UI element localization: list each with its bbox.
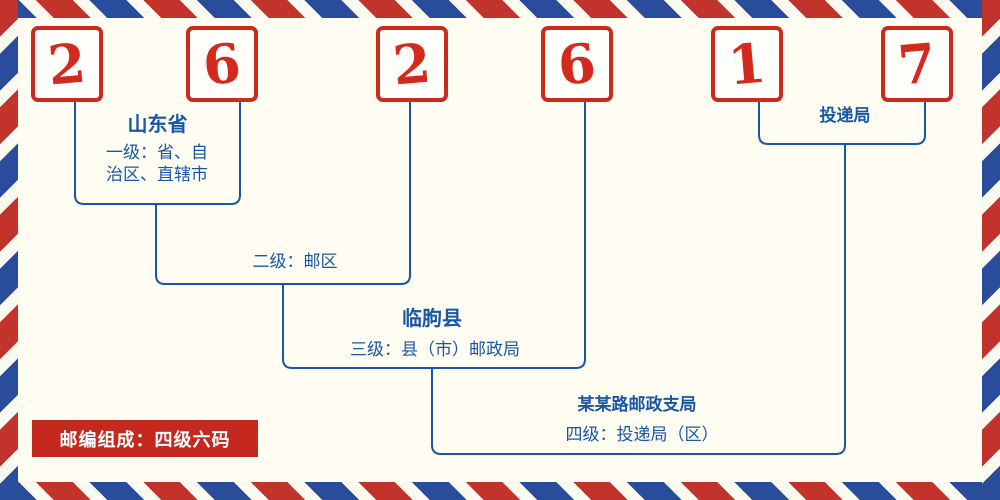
digit-4: 6 [555, 30, 599, 98]
digit-box-1: 2 [31, 26, 103, 102]
digit-5: 1 [725, 30, 769, 98]
digit-box-6: 7 [881, 26, 953, 102]
digit-6: 7 [895, 30, 939, 98]
label-province-name: 山东省 [127, 112, 188, 136]
digit-box-3: 2 [376, 26, 448, 102]
label-county-name: 临朐县 [402, 306, 462, 330]
label-level4-desc: 四级：投递局（区） [565, 425, 719, 445]
digit-2: 6 [200, 30, 244, 98]
digit-box-2: 6 [186, 26, 258, 102]
digit-box-4: 6 [541, 26, 613, 102]
label-delivery-office: 投递局 [819, 106, 871, 126]
digit-box-5: 1 [711, 26, 783, 102]
airmail-border-top [0, 0, 1000, 18]
label-level1-desc: 一级：省、自 治区、直辖市 [68, 142, 246, 186]
airmail-border-right [982, 0, 1000, 500]
airmail-border-bottom [0, 482, 1000, 500]
label-level3-desc: 三级：县（市）邮政局 [350, 340, 520, 360]
label-branch-name: 某某路邮政支局 [577, 395, 697, 415]
airmail-border-left [0, 0, 18, 500]
label-level1-desc-line2: 治区、直辖市 [106, 165, 208, 185]
digit-1: 2 [45, 30, 89, 98]
label-level1-desc-line1: 一级：省、自 [106, 143, 208, 163]
badge-composition: 邮编组成：四级六码 [32, 420, 258, 457]
label-level2-desc: 二级：邮区 [252, 252, 338, 272]
digit-3: 2 [390, 30, 434, 98]
